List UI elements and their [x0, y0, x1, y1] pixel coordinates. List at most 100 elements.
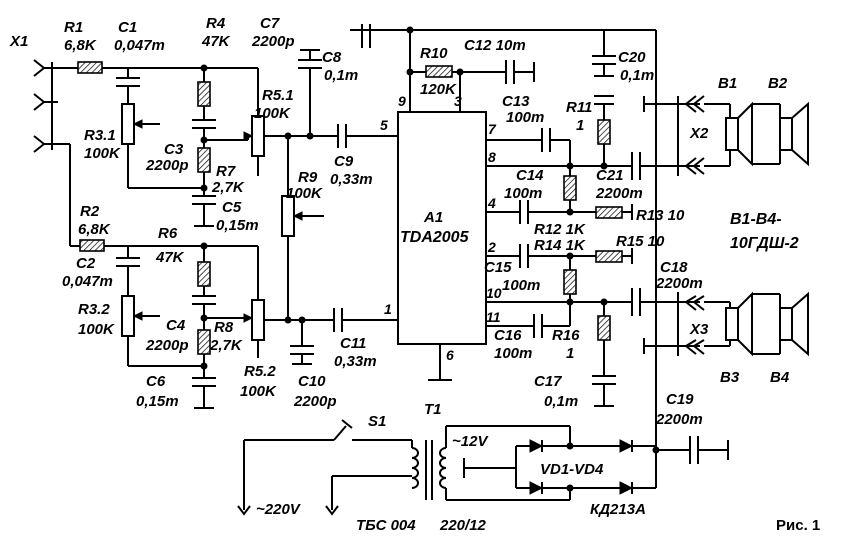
- label-speakers: B1-B4-: [730, 211, 782, 228]
- label-r3-1: R3.1: [84, 127, 116, 144]
- capacitor-c5: [192, 188, 216, 227]
- label-ic-part: TDA2005: [400, 229, 470, 246]
- label-r11: R11: [566, 99, 592, 116]
- label-c3: C3: [164, 141, 184, 158]
- value-c1: 0,047m: [114, 37, 165, 54]
- resistor-r2: [79, 239, 128, 252]
- switch-s1: [243, 419, 413, 510]
- label-c6: C6: [146, 373, 166, 390]
- transformer-t1: [411, 425, 570, 501]
- potentiometer-r5-1: [204, 67, 318, 176]
- label-c14: C14: [516, 167, 544, 184]
- capacitor-c13: [486, 128, 571, 166]
- value-r1: 6,8K: [64, 37, 97, 54]
- label-r8: R8: [214, 319, 234, 336]
- value-r10: 120K: [420, 81, 457, 98]
- label-r1: R1: [64, 19, 83, 36]
- label-c17: C17: [534, 373, 562, 390]
- label-a1: A1: [423, 209, 443, 226]
- value-r6: 47K: [155, 249, 185, 266]
- capacitor-c10: [290, 320, 314, 365]
- label-c21: C21: [596, 167, 624, 184]
- label-r5-1: R5.1: [262, 87, 294, 104]
- label-r3-2: R3.2: [78, 301, 110, 318]
- resistor-r14: [563, 256, 577, 302]
- pin-5: 5: [380, 117, 388, 133]
- label-b1: B1: [718, 75, 737, 92]
- label-c4: C4: [166, 317, 186, 334]
- capacitor-c2: [116, 246, 140, 296]
- value-c16: 100m: [494, 345, 532, 362]
- pin-1: 1: [384, 301, 392, 317]
- label-c1: C1: [118, 19, 137, 36]
- capacitor-c17: [592, 375, 616, 407]
- resistor-r12: [563, 166, 577, 212]
- capacitor-c19: [656, 436, 729, 464]
- value-c17: 0,1m: [544, 393, 578, 410]
- label-r4: R4: [206, 15, 226, 32]
- value-c11: 0,33m: [334, 353, 377, 370]
- label-c13: C13: [502, 93, 530, 110]
- label-r6: R6: [158, 225, 178, 242]
- value-c10: 2200p: [293, 393, 337, 410]
- label-c12: C12 10m: [464, 37, 526, 54]
- resistor-r8: [197, 318, 211, 366]
- value-c7: 2200p: [251, 33, 295, 50]
- label-r7: R7: [216, 163, 236, 180]
- label-r9: R9: [298, 169, 318, 186]
- resistor-r6: [197, 246, 211, 296]
- label-c9: C9: [334, 153, 354, 170]
- input-connector-x1: [33, 59, 80, 247]
- label-mains: ~220V: [256, 501, 302, 518]
- value-c20: 0,1m: [620, 67, 654, 84]
- potentiometer-r3-1: [121, 103, 160, 188]
- label-c11: C11: [340, 335, 366, 352]
- output-connector-x2: [677, 95, 730, 176]
- value-r11: 1: [576, 117, 584, 134]
- capacitor-c6: [192, 366, 216, 409]
- resistor-r7: [197, 140, 211, 188]
- label-r16: R16: [552, 327, 580, 344]
- label-diode-type: КД213А: [590, 501, 646, 518]
- potentiometer-r9: [281, 136, 324, 320]
- labels: X1 R1 6,8K C1 0,047m R4 47K C7 2200p C8 …: [9, 15, 820, 534]
- value-c21: 2200m: [595, 185, 643, 202]
- pin-8: 8: [488, 149, 496, 165]
- label-c15: C15: [484, 259, 512, 276]
- pin-3: 3: [454, 93, 462, 109]
- label-c19: C19: [666, 391, 694, 408]
- capacitor-c12: [505, 60, 535, 84]
- label-transformer-type: ТБС 004: [356, 517, 416, 534]
- value-c14: 100m: [504, 185, 542, 202]
- label-r15: R15 10: [616, 233, 665, 250]
- label-r14: R14 1K: [534, 237, 586, 254]
- label-r2: R2: [80, 203, 100, 220]
- value-r4: 47K: [201, 33, 231, 50]
- value-c15: 100m: [502, 277, 540, 294]
- resistor-r1: [77, 61, 128, 74]
- label-c8: C8: [322, 49, 342, 66]
- label-c18: C18: [660, 259, 688, 276]
- label-x1: X1: [9, 33, 28, 50]
- value-r7: 2,7K: [211, 179, 245, 196]
- value-r8: 2,7K: [209, 337, 243, 354]
- label-c10: C10: [298, 373, 326, 390]
- label-c16: C16: [494, 327, 522, 344]
- label-c5: C5: [222, 199, 242, 216]
- ic-a1: [397, 30, 487, 381]
- capacitor-c16: [486, 302, 571, 338]
- pin-11: 11: [486, 309, 501, 325]
- label-s1: S1: [368, 413, 386, 430]
- capacitor-c21: [631, 152, 700, 180]
- capacitor-c9: [318, 124, 398, 148]
- capacitor-c1: [116, 68, 140, 104]
- label-r13: R13 10: [636, 207, 685, 224]
- label-b2: B2: [768, 75, 788, 92]
- diode-bridge-vd1-vd4: [463, 426, 657, 500]
- value-c6: 0,15m: [136, 393, 179, 410]
- label-c7: C7: [260, 15, 280, 32]
- label-r10: R10: [420, 45, 448, 62]
- value-c4: 2200p: [145, 337, 189, 354]
